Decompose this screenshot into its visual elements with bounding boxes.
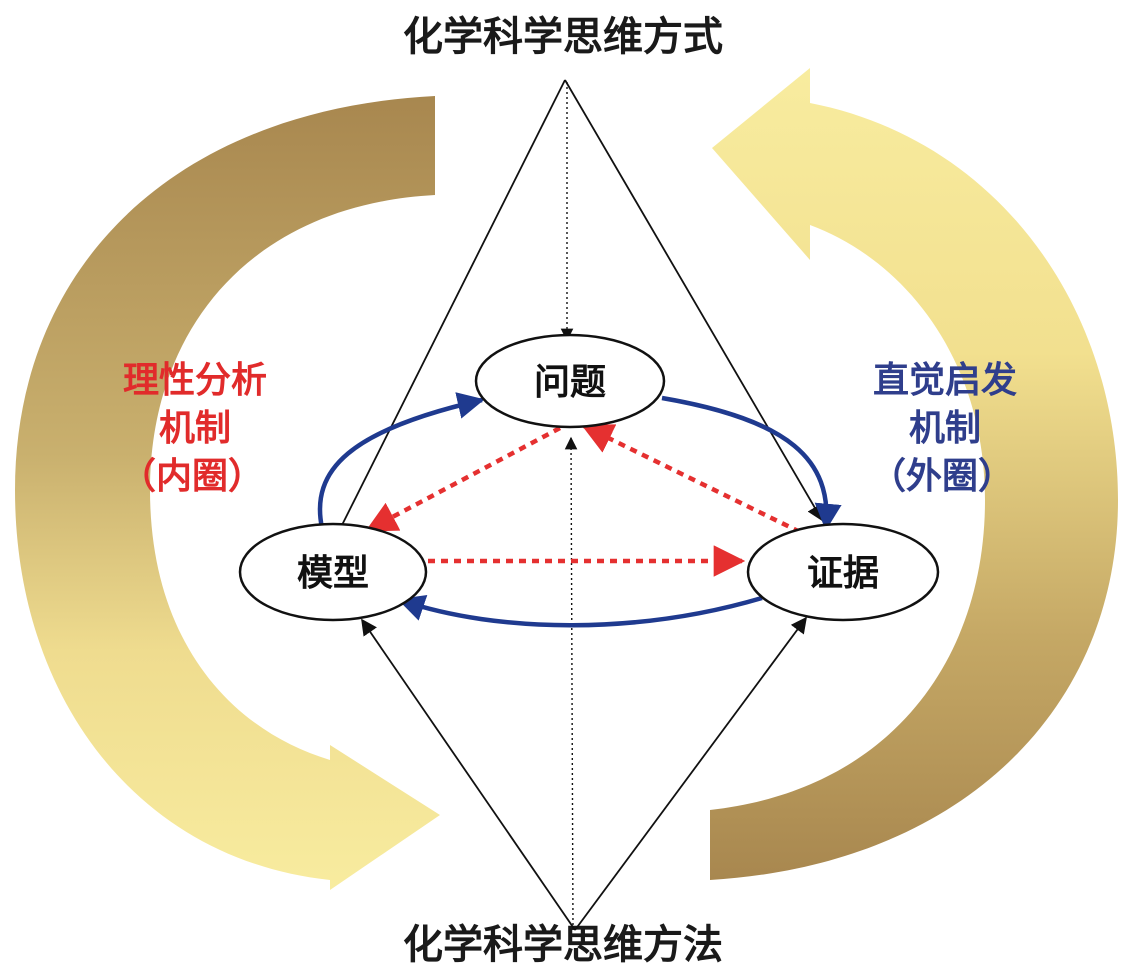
right-mechanism-line2: 机制 — [909, 408, 981, 449]
left-mechanism-label: 理性分析 机制 （内圈） — [120, 360, 267, 497]
node-model: 模型 — [238, 522, 428, 622]
right-mechanism-line1: 直觉启发 — [873, 360, 1017, 401]
right-mechanism-line3: （外圈） — [870, 456, 1014, 497]
node-evidence-label: 证据 — [807, 553, 879, 594]
title-bottom: 化学科学思维方法 — [403, 922, 723, 968]
right-mechanism-label: 直觉启发 机制 （外圈） — [870, 360, 1017, 497]
node-question: 问题 — [474, 333, 666, 429]
connector-bottom-to-evidence — [574, 616, 807, 931]
blue-arc-evidence-to-model — [397, 595, 763, 628]
left-mechanism-line3: （内圈） — [120, 456, 264, 497]
connector-top-to-evidence — [564, 79, 823, 522]
connector-bottom-to-model — [361, 618, 576, 931]
connector-bottom-to-question — [564, 436, 578, 931]
node-model-label: 模型 — [297, 553, 369, 594]
red-arrow-question-to-model — [365, 426, 562, 532]
left-mechanism-line1: 理性分析 — [123, 360, 267, 401]
node-evidence: 证据 — [746, 522, 940, 622]
left-mechanism-line2: 机制 — [159, 408, 231, 449]
left-cycle-arrow — [15, 96, 440, 890]
connector-top-to-model — [331, 79, 566, 547]
red-arrow-evidence-to-question — [581, 423, 801, 535]
node-question-label: 问题 — [534, 362, 606, 403]
blue-arc-model-to-question — [317, 392, 485, 529]
right-cycle-arrow — [710, 68, 1118, 880]
title-top: 化学科学思维方式 — [403, 14, 723, 60]
blue-arc-question-to-evidence — [661, 395, 842, 531]
